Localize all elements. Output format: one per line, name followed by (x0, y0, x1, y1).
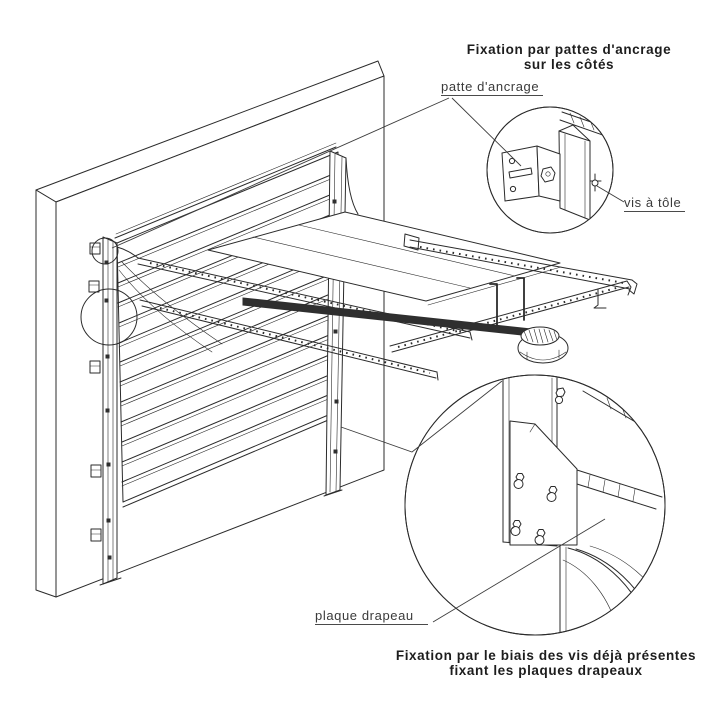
label-vis-a-tole: vis à tôle (624, 195, 686, 212)
leader-vis-a-tole (596, 185, 625, 203)
connector-to-big-circle (340, 380, 503, 453)
leader-patte-to-drawing (111, 97, 450, 249)
label-plaque-drapeau: plaque drapeau (315, 608, 428, 625)
detail-source-circle-large (80, 288, 138, 346)
horizontal-panel (207, 157, 562, 306)
bottom-note-line2: fixant les plaques drapeaux (449, 663, 643, 678)
right-horizontal-track (403, 233, 638, 295)
motor-head (517, 326, 569, 364)
bottom-note-line1: Fixation par le biais des vis déjà prése… (395, 648, 697, 663)
door-left-post (88, 236, 122, 586)
leader-patte-to-detail (451, 97, 522, 167)
lift-cables (118, 261, 223, 353)
detail-circle-flag-plate (404, 374, 666, 636)
top-note-line2: sur les côtés (523, 57, 615, 72)
detail-circle-anchor-bracket (486, 106, 614, 234)
flag-plate (509, 420, 578, 546)
lower-horizontal-rail (139, 299, 439, 381)
label-patte-ancrage: patte d'ancrage (441, 79, 544, 96)
leader-plaque-drapeau (432, 518, 606, 623)
leader-lines (111, 97, 625, 623)
ceiling-suspension-rail (389, 280, 632, 353)
wall-clip (88, 242, 102, 542)
sheet-metal-screw (589, 173, 602, 192)
top-note-line1: Fixation par pattes d'ancrage (466, 42, 672, 57)
detail-source-circle-small (91, 237, 119, 265)
ceiling-hook (489, 277, 525, 326)
